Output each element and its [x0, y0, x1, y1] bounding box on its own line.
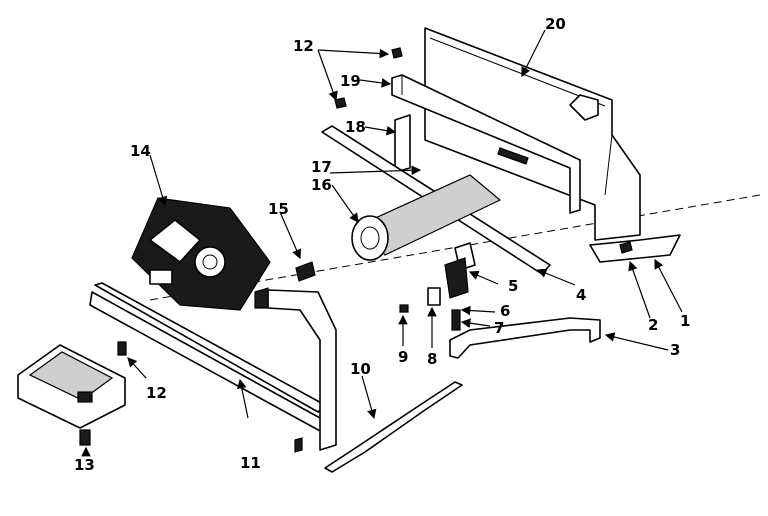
- callout-7: 7: [494, 319, 504, 337]
- callout-12b: 12: [146, 384, 167, 402]
- callout-6: 6: [500, 302, 510, 320]
- callout-12a: 12: [293, 37, 314, 55]
- mounting-bracket-part: [391, 74, 581, 214]
- callout-3: 3: [670, 341, 680, 359]
- side-bracket-part: [394, 114, 411, 173]
- screw-12a-part: [391, 47, 403, 59]
- callout-13: 13: [74, 456, 95, 474]
- callout-9: 9: [398, 348, 408, 366]
- leader-lines: [81, 29, 683, 457]
- callout-5: 5: [508, 277, 518, 295]
- callout-11: 11: [240, 454, 261, 472]
- gas-line-part: [449, 317, 601, 359]
- thermocouple-part: [324, 381, 463, 473]
- callout-17: 17: [311, 158, 332, 176]
- callout-15: 15: [268, 200, 289, 218]
- callout-16: 16: [311, 176, 332, 194]
- callout-1: 1: [680, 312, 690, 330]
- callout-18: 18: [345, 118, 366, 136]
- manifold-pipe-part: [89, 282, 337, 453]
- screw-12b-part: [334, 97, 347, 109]
- burner-tube-part: [351, 174, 502, 261]
- control-valve-part: [131, 197, 271, 311]
- callout-10: 10: [350, 360, 371, 378]
- callout-20: 20: [545, 15, 566, 33]
- callout-8: 8: [427, 350, 437, 368]
- screw-12c-part: [117, 341, 127, 356]
- fitting-part: [295, 261, 316, 282]
- small-components-part: [399, 242, 476, 331]
- screw-2-part: [619, 241, 633, 254]
- callout-19: 19: [340, 72, 361, 90]
- callout-2: 2: [648, 316, 658, 334]
- callout-4: 4: [576, 286, 586, 304]
- callout-14: 14: [130, 142, 151, 160]
- rear-panel-part: [424, 27, 681, 263]
- ignitor-part: [17, 344, 126, 446]
